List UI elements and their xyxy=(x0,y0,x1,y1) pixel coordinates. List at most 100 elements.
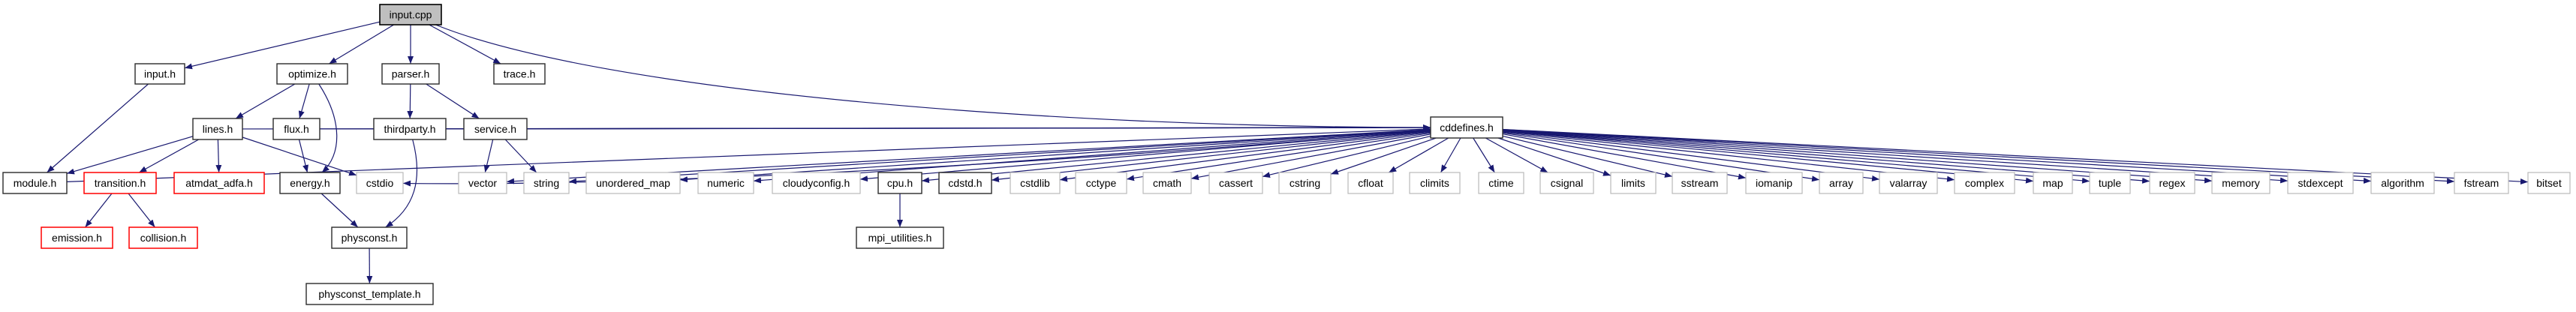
node-label-cfloat: cfloat xyxy=(1358,177,1383,189)
node-vector[interactable]: vector xyxy=(459,172,507,194)
node-label-csignal: csignal xyxy=(1551,177,1584,189)
node-energy.h[interactable]: energy.h xyxy=(280,172,340,194)
node-cddefines.h[interactable]: cddefines.h xyxy=(1431,117,1503,138)
node-label-optimize.h: optimize.h xyxy=(288,68,336,80)
node-label-lines.h: lines.h xyxy=(203,123,233,135)
edge-lines.h-to-transition.h xyxy=(139,140,198,172)
edge-service.h-to-vector xyxy=(485,140,492,172)
node-cassert[interactable]: cassert xyxy=(1209,172,1262,194)
node-label-energy.h: energy.h xyxy=(290,177,330,189)
node-service.h[interactable]: service.h xyxy=(464,118,527,140)
edge-cddefines.h-to-cfloat xyxy=(1389,138,1449,172)
node-thirdparty.h[interactable]: thirdparty.h xyxy=(374,118,446,140)
node-cmath[interactable]: cmath xyxy=(1143,172,1191,194)
node-label-vector: vector xyxy=(468,177,497,189)
node-cstdlib[interactable]: cstdlib xyxy=(1010,172,1060,194)
node-cctype[interactable]: cctype xyxy=(1076,172,1127,194)
node-label-sstream: sstream xyxy=(1681,177,1719,189)
node-label-array: array xyxy=(1829,177,1853,189)
node-label-cmath: cmath xyxy=(1153,177,1181,189)
node-trace.h[interactable]: trace.h xyxy=(494,64,545,84)
node-label-fstream: fstream xyxy=(2464,177,2499,189)
node-input.cpp[interactable]: input.cpp xyxy=(380,4,441,25)
node-label-regex: regex xyxy=(2159,177,2185,189)
node-label-cpu.h: cpu.h xyxy=(887,177,913,189)
node-lines.h[interactable]: lines.h xyxy=(193,118,242,140)
node-limits[interactable]: limits xyxy=(1611,172,1656,194)
node-physconst_template.h[interactable]: physconst_template.h xyxy=(306,284,433,304)
node-flux.h[interactable]: flux.h xyxy=(273,118,320,140)
node-label-stdexcept: stdexcept xyxy=(2298,177,2343,189)
node-label-service.h: service.h xyxy=(474,123,516,135)
edge-layer xyxy=(47,22,2528,284)
node-cstring[interactable]: cstring xyxy=(1279,172,1331,194)
node-label-mpi_utilities.h: mpi_utilities.h xyxy=(868,232,932,244)
node-label-cloudyconfig.h: cloudyconfig.h xyxy=(783,177,850,189)
node-mpi_utilities.h[interactable]: mpi_utilities.h xyxy=(856,227,943,248)
edge-optimize.h-to-energy.h xyxy=(319,84,337,172)
node-unordered_map[interactable]: unordered_map xyxy=(586,172,680,194)
node-cloudyconfig.h[interactable]: cloudyconfig.h xyxy=(772,172,860,194)
node-sstream[interactable]: sstream xyxy=(1672,172,1727,194)
node-label-numeric: numeric xyxy=(707,177,745,189)
node-complex[interactable]: complex xyxy=(1955,172,2015,194)
node-cfloat[interactable]: cfloat xyxy=(1348,172,1393,194)
node-collision.h[interactable]: collision.h xyxy=(129,227,197,248)
edge-parser.h-to-thirdparty.h xyxy=(410,84,411,118)
node-label-cstring: cstring xyxy=(1290,177,1320,189)
node-stdexcept[interactable]: stdexcept xyxy=(2288,172,2353,194)
node-label-physconst_template.h: physconst_template.h xyxy=(318,288,420,300)
edge-cddefines.h-to-ctime xyxy=(1473,138,1495,172)
node-emission.h[interactable]: emission.h xyxy=(41,227,113,248)
node-label-emission.h: emission.h xyxy=(52,232,102,244)
node-physconst.h[interactable]: physconst.h xyxy=(332,227,407,248)
node-cstdio[interactable]: cstdio xyxy=(357,172,403,194)
node-label-physconst.h: physconst.h xyxy=(342,232,398,244)
node-parser.h[interactable]: parser.h xyxy=(382,64,439,84)
edge-lines.h-to-module.h xyxy=(67,136,193,174)
node-iomanip[interactable]: iomanip xyxy=(1746,172,1802,194)
node-label-collision.h: collision.h xyxy=(140,232,186,244)
node-transition.h[interactable]: transition.h xyxy=(84,172,156,194)
node-memory[interactable]: memory xyxy=(2212,172,2270,194)
node-label-algorithm: algorithm xyxy=(2381,177,2424,189)
node-valarray[interactable]: valarray xyxy=(1879,172,1937,194)
edge-input.cpp-to-trace.h xyxy=(429,25,501,64)
node-label-memory: memory xyxy=(2222,177,2260,189)
node-optimize.h[interactable]: optimize.h xyxy=(277,64,348,84)
node-label-cstdio: cstdio xyxy=(366,177,394,189)
edge-optimize.h-to-flux.h xyxy=(299,84,309,118)
edge-cddefines.h-to-csignal xyxy=(1485,138,1548,172)
node-algorithm[interactable]: algorithm xyxy=(2371,172,2434,194)
node-label-module.h: module.h xyxy=(14,177,57,189)
node-string[interactable]: string xyxy=(524,172,569,194)
node-label-bitset: bitset xyxy=(2536,177,2562,189)
node-label-tuple: tuple xyxy=(2099,177,2122,189)
node-cdstd.h[interactable]: cdstd.h xyxy=(939,172,992,194)
node-module.h[interactable]: module.h xyxy=(3,172,67,194)
node-climits[interactable]: climits xyxy=(1410,172,1460,194)
edge-optimize.h-to-lines.h xyxy=(236,84,295,118)
node-array[interactable]: array xyxy=(1819,172,1863,194)
node-label-string: string xyxy=(534,177,559,189)
node-label-map: map xyxy=(2042,177,2063,189)
node-regex[interactable]: regex xyxy=(2150,172,2195,194)
edge-parser.h-to-service.h xyxy=(426,84,480,118)
node-atmdat_adfa.h[interactable]: atmdat_adfa.h xyxy=(174,172,264,194)
node-fstream[interactable]: fstream xyxy=(2454,172,2508,194)
node-bitset[interactable]: bitset xyxy=(2528,172,2570,194)
node-label-cstdlib: cstdlib xyxy=(1020,177,1050,189)
node-label-iomanip: iomanip xyxy=(1756,177,1792,189)
node-map[interactable]: map xyxy=(2033,172,2072,194)
node-csignal[interactable]: csignal xyxy=(1540,172,1593,194)
node-input.h[interactable]: input.h xyxy=(135,64,185,84)
node-cpu.h[interactable]: cpu.h xyxy=(878,172,922,194)
node-numeric[interactable]: numeric xyxy=(698,172,754,194)
node-label-cctype: cctype xyxy=(1086,177,1117,189)
node-ctime[interactable]: ctime xyxy=(1479,172,1524,194)
node-tuple[interactable]: tuple xyxy=(2090,172,2130,194)
edge-input.cpp-to-optimize.h xyxy=(329,25,393,64)
node-label-cassert: cassert xyxy=(1219,177,1253,189)
